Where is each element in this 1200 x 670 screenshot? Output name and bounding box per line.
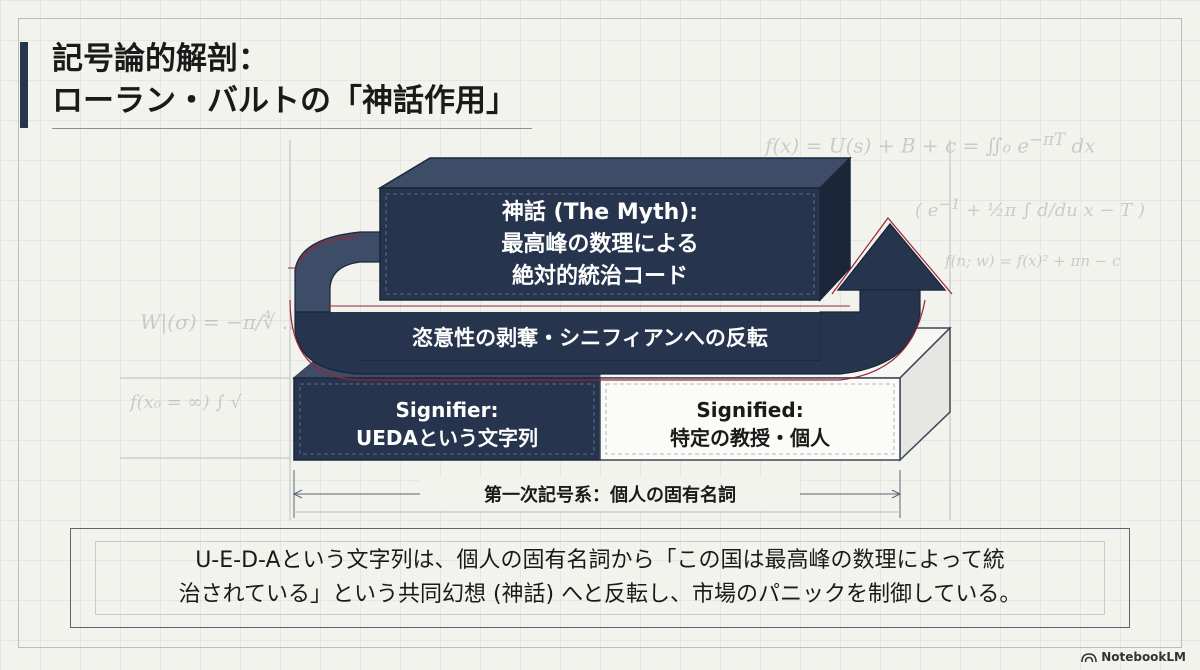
myth-block bbox=[377, 156, 852, 302]
signified-line-1: Signified: bbox=[696, 398, 804, 422]
bg-formula-2: ( e−1 + ½π ∫ d/du x − T ) bbox=[915, 195, 1146, 221]
title-underline bbox=[52, 128, 532, 129]
caption-text: U-E-D-Aという文字列は、個人の固有名詞から「この国は最高峰の数理によって統… bbox=[71, 529, 1129, 627]
title-accent-bar bbox=[20, 42, 28, 128]
reversal-arrow bbox=[288, 217, 953, 381]
caption-box: U-E-D-Aという文字列は、個人の固有名詞から「この国は最高峰の数理によって統… bbox=[70, 528, 1130, 628]
caption-line-2: 治されている」という共同幻想 (神話) へと反転し、市場のパニックを制御している… bbox=[178, 582, 1022, 607]
myth-line-3: 絶対的統治コード bbox=[511, 264, 688, 289]
arrow-label: 恣意性の剥奪・シニフィアンへの反転 bbox=[412, 326, 768, 350]
signified-line-2: 特定の教授・個人 bbox=[670, 426, 830, 450]
first-system-label: 第一次記号系：個人の固有名詞 bbox=[420, 478, 800, 510]
page-frame bbox=[18, 18, 1182, 648]
bg-formula-4: W|(σ) = −π/∜ .. bbox=[140, 310, 295, 334]
dimension-line bbox=[292, 470, 902, 518]
page-title: 記号論的解剖： ローラン・バルトの「神話作用」 bbox=[52, 38, 517, 122]
signifier-label: Signifier: UEDAという文字列 bbox=[294, 390, 600, 458]
brand-badge: NotebookLM bbox=[1081, 650, 1186, 664]
brand-name: NotebookLM bbox=[1101, 650, 1186, 664]
caption-line-1: U-E-D-Aという文字列は、個人の固有名詞から「この国は最高峰の数理によって統 bbox=[195, 548, 1005, 573]
myth-box bbox=[379, 187, 821, 301]
caption-inner-frame bbox=[95, 541, 1105, 615]
title-line-2: ローラン・バルトの「神話作用」 bbox=[52, 83, 517, 119]
notebooklm-logo-icon bbox=[1081, 653, 1097, 663]
signifier-line-1: Signifier: bbox=[395, 398, 499, 422]
bg-formula-5: f(x₀ = ∞) ∫ √ bbox=[130, 392, 242, 413]
bg-formula-3: f(n; w) = f(x)² + πn − c bbox=[945, 252, 1121, 270]
myth-line-2: 最高峰の数理による bbox=[501, 232, 699, 257]
title-line-1: 記号論的解剖： bbox=[52, 41, 269, 77]
signified-box bbox=[599, 377, 901, 461]
signified-label: Signified: 特定の教授・個人 bbox=[600, 390, 900, 458]
myth-line-1: 神話 (The Myth): bbox=[501, 200, 699, 225]
signifier-line-2: UEDAという文字列 bbox=[356, 426, 538, 450]
bg-formula-1: f(x) = U(s) + B + c = ∬₀ e−πT dx bbox=[765, 130, 1096, 158]
myth-label: 神話 (The Myth): 最高峰の数理による 絶対的統治コード bbox=[380, 190, 820, 300]
